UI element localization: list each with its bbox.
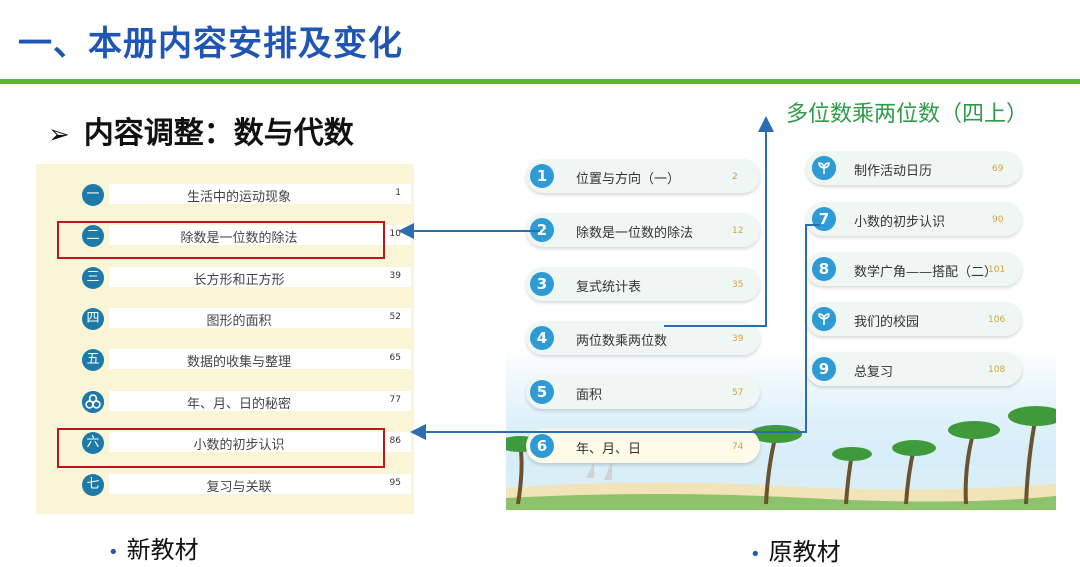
section-heading: ➢ 内容调整：数与代数 [48,108,354,152]
chapter-title: 年、月、日的秘密 [186,397,291,412]
chapter-entry: 生活中的运动现象 1 [109,184,411,205]
chapter-page: 1 [395,188,401,198]
chapter-title: 长方形和正方形 [193,273,285,288]
chapter-title: 总复习 [854,365,894,380]
chapter-number-icon: 三 [82,267,104,289]
chapter-title: 面积 [576,388,603,403]
leaf-icon [812,156,836,180]
chapter-page: 74 [732,442,744,452]
chapter-page: 95 [389,478,401,488]
old-textbook-caption-text: 原教材 [768,538,841,566]
chapter-number-icon: 五 [82,349,104,371]
chapter-title: 数据的收集与整理 [186,355,291,370]
chapter-title: 除数是一位数的除法 [576,226,694,241]
moved-chapter-note: 多位数乘两位数（四上） [786,102,1029,127]
new-textbook-caption: • 新教材 [108,530,199,565]
chapter-number-icon: 七 [82,474,104,496]
chapter-page: 77 [389,395,401,405]
highlight-box-decimals [57,428,385,468]
chapter-number-icon: 9 [812,357,836,381]
chapter-page: 108 [988,365,1006,375]
chapter-number-icon: 4 [530,326,554,350]
old-chapter-1: 1 位置与方向（一） 2 [526,159,760,193]
chapter-title: 我们的校园 [854,315,920,330]
chapter-title: 小数的初步认识 [193,438,285,453]
arrow-bullet-icon: ➢ [48,120,70,150]
chapter-page: 106 [988,315,1006,325]
chapter-title: 除数是一位数的除法 [180,231,298,246]
chapter-page: 65 [389,353,401,363]
page-title: 一、本册内容安排及变化 [18,24,403,64]
chapter-title: 复习与关联 [206,480,272,495]
leaf-icon [812,307,836,331]
chapter-entry: 复习与关联 95 [109,474,411,495]
chapter-title: 小数的初步认识 [854,215,946,230]
chapter-title: 生活中的运动现象 [186,190,291,205]
chapter-entry: 数据的收集与整理 65 [109,349,411,370]
chapter-number-icon: 六 [82,432,104,454]
old-chapter-7: 7 小数的初步认识 90 [806,202,1022,236]
chapter-entry: 图形的面积 52 [109,308,411,329]
old-activity-calendar: 制作活动日历 69 [806,151,1022,185]
chapter-title: 数学广角——搭配（二） [854,265,998,280]
chapter-number-icon: 8 [812,257,836,281]
chapter-page: 2 [732,172,738,182]
old-chapter-3: 3 复式统计表 35 [526,267,760,301]
chapter-number-icon: 一 [82,184,104,206]
title-divider [0,79,1080,84]
chapter-page: 12 [732,226,744,236]
chapter-title: 两位数乘两位数 [576,334,668,349]
old-chapter-5: 5 面积 57 [526,375,760,409]
chapter-title: 制作活动日历 [854,164,933,179]
bullet-dot-icon: • [750,544,761,565]
beach-scenery-illustration [506,406,1056,510]
chapter-title: 年、月、日 [576,442,642,457]
arrow-decimals-mapping [410,224,820,440]
old-chapter-6: 6 年、月、日 74 [526,429,760,463]
chapter-title: 图形的面积 [206,314,272,329]
chapter-number-icon: 二 [82,225,104,247]
chapter-page: 90 [992,215,1004,225]
chapter-page: 35 [732,280,744,290]
old-chapter-9: 9 总复习 108 [806,352,1022,386]
chapter-entry: 长方形和正方形 39 [109,267,411,288]
trefoil-icon [82,391,104,413]
chapter-page: 57 [732,388,744,398]
chapter-number-icon: 3 [530,272,554,296]
chapter-page: 39 [732,334,744,344]
chapter-entry: 年、月、日的秘密 77 [109,391,411,412]
bullet-dot-icon: • [108,542,119,563]
section-heading-text: 内容调整：数与代数 [83,116,354,151]
old-textbook-toc: 1 位置与方向（一） 2 2 除数是一位数的除法 12 3 复式统计表 35 4… [506,146,1056,510]
chapter-number-icon: 1 [530,164,554,188]
old-activity-campus: 我们的校园 106 [806,302,1022,336]
chapter-page: 101 [988,265,1006,275]
chapter-title: 位置与方向（一） [576,172,681,187]
chapter-number-icon: 6 [530,434,554,458]
chapter-entry: 小数的初步认识 86 [109,432,411,453]
arrow-moved-chapter [664,116,774,327]
chapter-page: 39 [389,271,401,281]
new-textbook-caption-text: 新教材 [126,536,199,564]
chapter-page: 10 [389,229,401,239]
old-chapter-2: 2 除数是一位数的除法 12 [526,213,760,247]
chapter-page: 86 [389,436,401,446]
chapter-number-icon: 四 [82,308,104,330]
chapter-number-icon: 7 [812,207,836,231]
chapter-number-icon: 5 [530,380,554,404]
chapter-page: 69 [992,164,1004,174]
highlight-box-division [57,221,385,259]
chapter-page: 52 [389,312,401,322]
chapter-title: 复式统计表 [576,280,642,295]
old-chapter-8: 8 数学广角——搭配（二） 101 [806,252,1022,286]
chapter-entry: 除数是一位数的除法 10 [109,225,411,246]
old-textbook-caption: • 原教材 [750,532,841,567]
